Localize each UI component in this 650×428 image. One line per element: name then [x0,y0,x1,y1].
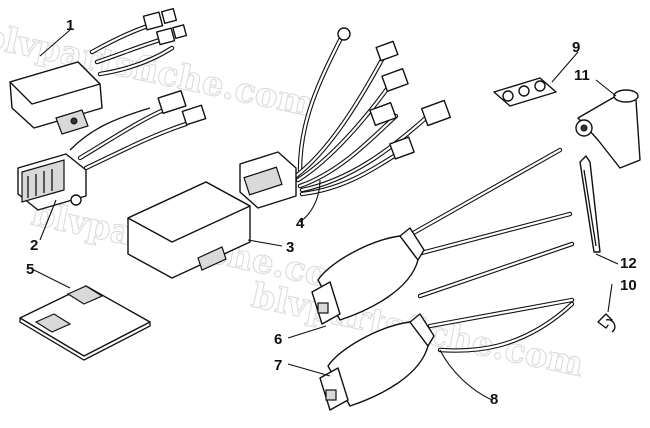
callout-4: 4 [296,215,305,232]
callout-5: 5 [26,261,34,278]
wiring-harness [239,27,452,209]
callout-3: 3 [286,239,294,256]
callout-12: 12 [620,255,637,272]
clip [597,313,616,333]
callout-10: 10 [620,277,637,294]
callout-7: 7 [274,357,282,374]
callout-11: 11 [574,67,590,84]
module-box [9,7,188,135]
callout-2: 2 [30,237,38,254]
pad [19,285,151,361]
callout-6: 6 [274,331,282,348]
ignition-coils-and-wires [311,147,575,411]
callout-9: 9 [572,39,580,56]
callout-numbers: 1 2 3 4 5 6 7 8 9 10 11 12 [26,17,637,408]
wire-holder [493,77,557,107]
rectifier-regulator [17,89,207,211]
callout-8: 8 [490,391,498,408]
leader-lines [33,29,619,401]
cdi-unit [127,181,251,279]
cable-tie [579,155,601,253]
callout-1: 1 [66,17,74,34]
